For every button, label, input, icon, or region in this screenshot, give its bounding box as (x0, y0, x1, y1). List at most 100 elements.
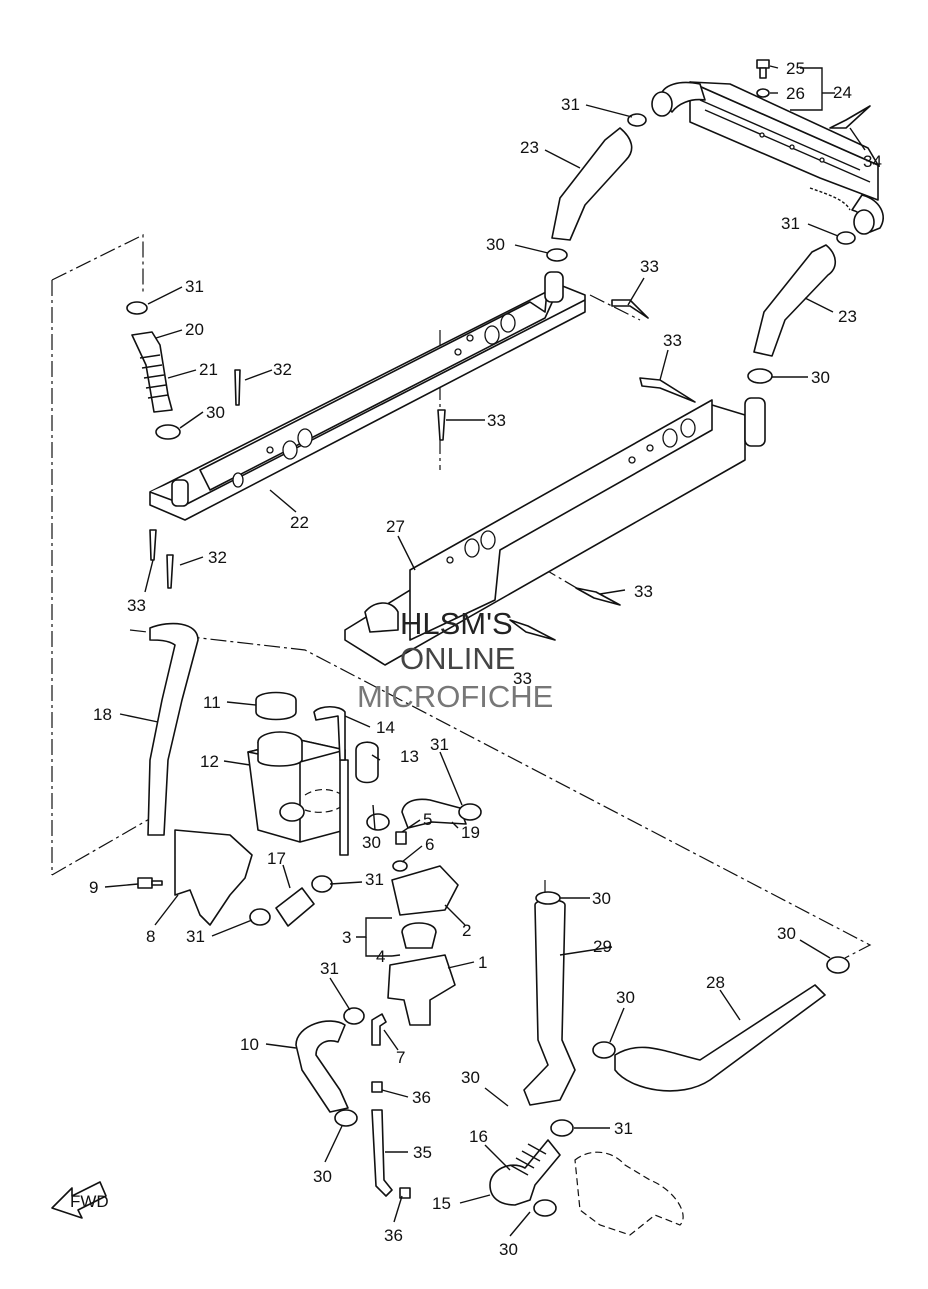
thermostat-housing-1 (387, 954, 456, 1026)
watermark-line2: ONLINE (400, 641, 515, 676)
callout-18: 18 (93, 705, 112, 724)
callout-23: 23 (838, 307, 857, 326)
callout-5: 5 (423, 810, 432, 829)
bolt-25-icon (756, 59, 770, 79)
thermostat-4 (401, 922, 437, 949)
callout-36: 36 (384, 1226, 403, 1245)
callout-31: 31 (781, 214, 800, 233)
callout-9: 9 (89, 878, 98, 897)
callout-12: 12 (200, 752, 219, 771)
fwd-arrow-icon: FWD (51, 1181, 109, 1219)
callout-29: 29 (593, 937, 612, 956)
callout-30: 30 (616, 988, 635, 1007)
hose-28 (614, 984, 826, 1092)
callout-23: 23 (520, 138, 539, 157)
callout-26: 26 (786, 84, 805, 103)
callout-19: 19 (461, 823, 480, 842)
callout-24: 24 (833, 83, 852, 102)
watermark: HLSM'S ONLINE MICROFICHE (357, 606, 553, 714)
callout-33: 33 (640, 257, 659, 276)
callout-33: 33 (127, 596, 146, 615)
bracket-8 (174, 829, 253, 926)
callout-33: 33 (487, 411, 506, 430)
callout-30: 30 (592, 889, 611, 908)
callout-14: 14 (376, 718, 395, 737)
radiator-upper-hose (551, 127, 633, 241)
hose-clamp (533, 1199, 557, 1217)
callout-30: 30 (777, 924, 796, 943)
frame-rail-lower (344, 397, 766, 666)
callout-31: 31 (185, 277, 204, 296)
callout-35: 35 (413, 1143, 432, 1162)
callout-21: 21 (199, 360, 218, 379)
callout-1: 1 (478, 953, 487, 972)
callout-30: 30 (362, 833, 381, 852)
callout-33: 33 (663, 331, 682, 350)
callout-4: 4 (376, 947, 385, 966)
rivet-pins (149, 105, 871, 641)
hose-15-16 (489, 1139, 561, 1206)
joint-36-icon (399, 1187, 411, 1199)
bellows-ribs (139, 354, 169, 399)
callout-30: 30 (461, 1068, 480, 1087)
hose-clamp (126, 113, 856, 440)
bolt-5-icon (395, 831, 407, 845)
callout-33: 33 (513, 669, 532, 688)
radiator-lower-hose (753, 244, 837, 357)
callout-11: 11 (203, 693, 221, 712)
bypass-hose-18 (147, 622, 199, 836)
hose-clamp (343, 1007, 365, 1025)
pipe-7 (371, 1013, 387, 1046)
callout-22: 22 (290, 513, 309, 532)
callout-2: 2 (462, 921, 471, 940)
hose-10 (295, 1020, 349, 1113)
callout-32: 32 (208, 548, 227, 567)
callout-30: 30 (499, 1240, 518, 1259)
callout-10: 10 (240, 1035, 259, 1054)
hose-ribs (509, 1143, 547, 1176)
callout-8: 8 (146, 927, 155, 946)
callout-16: 16 (469, 1127, 488, 1146)
radiator-assembly (651, 81, 884, 235)
tube-35 (371, 1109, 393, 1197)
hose-clamp (592, 1041, 616, 1059)
hose-clamp (311, 875, 333, 893)
hose-17 (275, 887, 315, 927)
hose-19 (401, 798, 467, 829)
callout-7: 7 (396, 1048, 405, 1067)
frame-rail-upper (149, 271, 586, 521)
hose-clamp (826, 956, 850, 974)
washer-6-icon (392, 860, 408, 872)
grommet-13 (355, 741, 379, 784)
callout-30: 30 (486, 235, 505, 254)
hose-clamp (458, 803, 482, 821)
callout-34: 34 (863, 152, 882, 171)
watermark-line3: MICROFICHE (357, 679, 553, 714)
joint-36-icon (371, 1081, 383, 1093)
callout-28: 28 (706, 973, 725, 992)
callout-31: 31 (320, 959, 339, 978)
hose-clamp (249, 908, 271, 926)
hose-29 (523, 898, 576, 1106)
overflow-hose-14 (313, 705, 346, 761)
washer-26-icon (756, 88, 770, 98)
callout-13: 13 (400, 747, 419, 766)
callout-31: 31 (186, 927, 205, 946)
hose-clamp (366, 813, 390, 831)
watermark-line1: HLSM'S (400, 606, 513, 641)
callout-36: 36 (412, 1088, 431, 1107)
callout-6: 6 (425, 835, 434, 854)
callout-30: 30 (206, 403, 225, 422)
callout-15: 15 (432, 1194, 451, 1213)
fwd-label: FWD (70, 1192, 109, 1211)
callout-17: 17 (267, 849, 286, 868)
water-pump-outline (574, 1151, 684, 1236)
leader-lines (104, 65, 866, 1237)
callout-33: 33 (634, 582, 653, 601)
hose-clamp (334, 1109, 358, 1127)
bolt-9-icon (137, 877, 163, 889)
callout-25: 25 (786, 59, 805, 78)
callout-20: 20 (185, 320, 204, 339)
